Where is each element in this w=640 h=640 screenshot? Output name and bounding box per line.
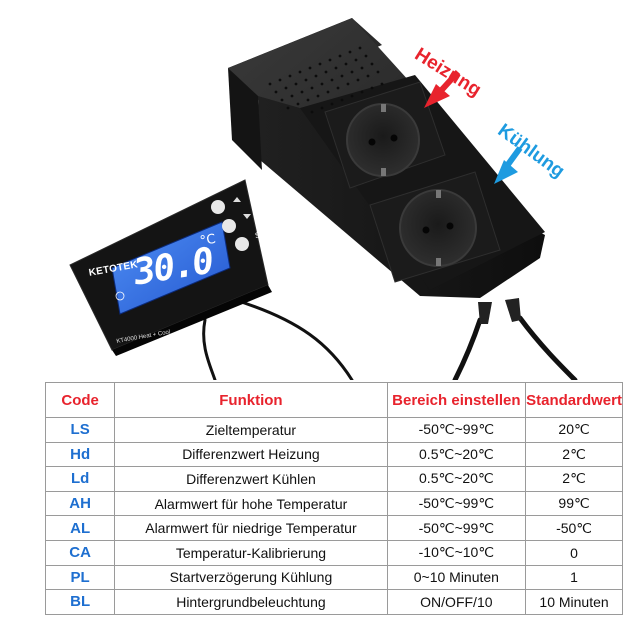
cell-code: AH [44,490,116,517]
cell-range: ON/OFF/10 [386,589,527,615]
cell-range: -50℃~99℃ [386,515,527,541]
heating-arrow [424,69,461,108]
cell-code: Ld [44,466,116,492]
cell-range: 0.5℃~20℃ [386,466,527,492]
cell-function: Differenzwert Kühlen [114,466,388,492]
cell-default: 20℃ [525,417,623,443]
table-row: PL Startverzögerung Kühlung 0~10 Minuten… [44,564,623,591]
outlet-cooling [369,171,501,283]
cell-function: Hintergrundbeleuchtung [114,589,388,615]
product-photo [69,18,578,380]
cell-code: AL [44,515,116,541]
cell-range: -50℃~99℃ [386,490,527,517]
cell-default: 10 Minuten [525,589,623,615]
table-row: AL Alarmwert für niedrige Temperatur -50… [44,515,623,541]
outlet-heating [324,81,446,189]
cooling-arrow [494,146,523,184]
cell-range: -10℃~10℃ [386,539,527,566]
vent-grille [268,46,384,114]
table-row: BL Hintergrundbeleuchtung ON/OFF/10 10 M… [44,589,623,615]
cell-default: 0 [525,539,623,566]
cell-code: Hd [44,441,116,468]
table-row: LS Zieltemperatur -50℃~99℃ 20℃ [44,417,623,443]
header-range: Bereich einstellen [386,382,527,418]
cell-range: 0~10 Minuten [386,564,527,591]
cell-function: Alarmwert für hohe Temperatur [114,490,388,517]
cell-default: 2℃ [525,466,623,492]
cell-default: 2℃ [525,441,623,468]
cell-function: Zieltemperatur [114,417,388,443]
power-cables [202,298,578,380]
cell-function: Startverzögerung Kühlung [114,564,388,591]
parameter-table: Code Funktion Bereich einstellen Standar… [44,382,623,615]
cell-code: PL [44,564,116,591]
display-unit: °C [198,231,217,250]
controller-unit [69,179,272,356]
cell-function: Alarmwert für niedrige Temperatur [114,515,388,541]
cell-range: 0.5℃~20℃ [386,441,527,468]
table-row: Ld Differenzwert Kühlen 0.5℃~20℃ 2℃ [44,466,623,492]
table-header-row: Code Funktion Bereich einstellen Standar… [44,382,623,418]
table-row: Hd Differenzwert Heizung 0.5℃~20℃ 2℃ [44,441,623,468]
table-row: AH Alarmwert für hohe Temperatur -50℃~99… [44,490,623,517]
header-function: Funktion [114,382,388,418]
cell-code: LS [44,417,116,443]
header-default: Standardwert [525,382,623,418]
cell-default: -50℃ [525,515,623,541]
cell-code: BL [44,589,116,615]
header-code: Code [44,382,116,418]
cell-default: 1 [525,564,623,591]
cable-strain-relief [478,298,521,324]
cell-default: 99℃ [525,490,623,517]
table-row: CA Temperatur-Kalibrierung -10℃~10℃ 0 [44,539,623,566]
cell-range: -50℃~99℃ [386,417,527,443]
cell-function: Differenzwert Heizung [114,441,388,468]
cell-function: Temperatur-Kalibrierung [114,539,388,566]
cell-code: CA [44,539,116,566]
